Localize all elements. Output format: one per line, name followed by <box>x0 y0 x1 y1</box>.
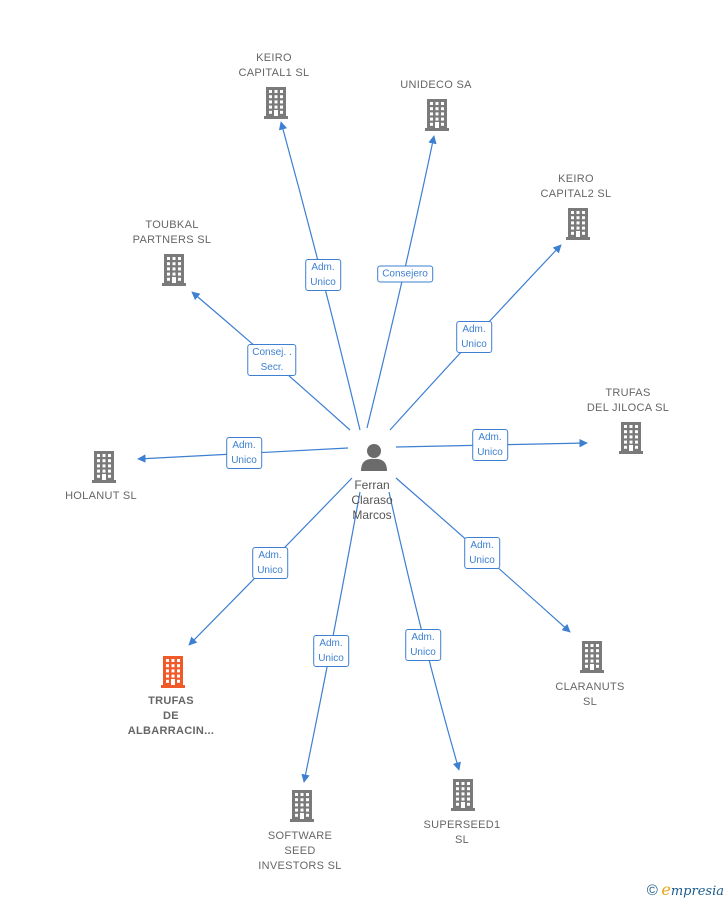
building-icon[interactable] <box>290 790 314 822</box>
building-icon[interactable] <box>92 451 116 483</box>
person-name[interactable]: Ferran Claraso Marcos <box>351 478 393 522</box>
building-icon[interactable] <box>425 99 449 131</box>
building-icon[interactable] <box>162 254 186 286</box>
company-name-toubkal[interactable]: TOUBKAL PARTNERS SL <box>132 219 212 246</box>
footer-brand: © empresia <box>647 880 724 899</box>
building-icon[interactable] <box>161 656 185 688</box>
copyright-symbol: © <box>646 882 658 899</box>
brand-initial: e <box>661 880 671 899</box>
company-name-holanut[interactable]: HOLANUT SL <box>65 490 137 502</box>
brand-name: mpresia <box>670 884 724 899</box>
company-name-software[interactable]: SOFTWARE SEED INVESTORS SL <box>258 830 342 872</box>
edge-role-label[interactable]: Adm. Unico <box>472 429 508 461</box>
edge-role-label[interactable]: Adm. Unico <box>405 629 441 661</box>
edge-role-label[interactable]: Adm. Unico <box>464 537 500 569</box>
company-name-unideco[interactable]: UNIDECO SA <box>400 79 472 91</box>
edge-role-label[interactable]: Adm. Unico <box>313 635 349 667</box>
building-icon[interactable] <box>619 422 643 454</box>
building-icon[interactable] <box>580 641 604 673</box>
company-name-trufasjiloca[interactable]: TRUFAS DEL JILOCA SL <box>586 387 670 414</box>
company-name-superseed[interactable]: SUPERSEED1 SL <box>423 819 501 846</box>
building-icon[interactable] <box>264 87 288 119</box>
building-icon[interactable] <box>451 779 475 811</box>
building-icon[interactable] <box>566 208 590 240</box>
company-name-keiro1[interactable]: KEIRO CAPITAL1 SL <box>238 52 310 79</box>
edge-role-label[interactable]: Consejero <box>377 265 433 283</box>
company-name-claranuts[interactable]: CLARANUTS SL <box>555 681 625 708</box>
company-name-trufasalb[interactable]: TRUFAS DE ALBARRACIN... <box>127 695 215 737</box>
edge-role-label[interactable]: Consej. . Secr. <box>247 344 297 376</box>
person-icon[interactable] <box>361 444 387 471</box>
company-name-keiro2[interactable]: KEIRO CAPITAL2 SL <box>540 173 612 200</box>
edge-role-label[interactable]: Adm. Unico <box>305 259 341 291</box>
edge-role-label[interactable]: Adm. Unico <box>252 547 288 579</box>
edge-role-label[interactable]: Adm. Unico <box>456 321 492 353</box>
edge-role-label[interactable]: Adm. Unico <box>226 437 262 469</box>
